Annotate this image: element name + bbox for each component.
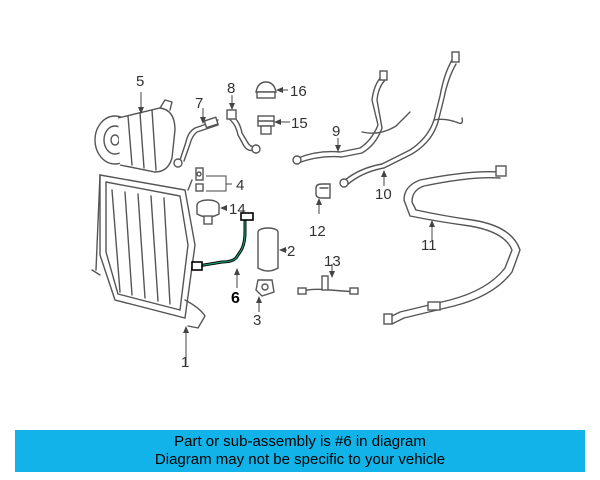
info-banner: Part or sub-assembly is #6 in diagram Di… <box>15 430 585 472</box>
callout-9: 9 <box>332 123 340 140</box>
sensor-part-13 <box>297 275 359 295</box>
callout-1: 1 <box>181 354 189 371</box>
hose-part-7 <box>173 116 219 168</box>
condenser-part-1 <box>91 174 206 329</box>
callout-4: 4 <box>236 177 244 194</box>
callout-8: 8 <box>227 80 235 97</box>
callout-12: 12 <box>309 223 326 240</box>
banner-line-1: Part or sub-assembly is #6 in diagram <box>174 433 426 450</box>
receiver-drier-part-2 <box>257 227 279 272</box>
callout-16: 16 <box>290 83 307 100</box>
callout-6: 6 <box>231 290 240 307</box>
clip-part-12 <box>315 183 331 199</box>
bracket-part-3 <box>255 279 275 297</box>
hose-part-11 <box>383 165 521 325</box>
callout-5: 5 <box>136 73 144 90</box>
callout-13: 13 <box>324 253 341 270</box>
compressor-part-5 <box>94 99 176 173</box>
hose-part-9 <box>292 70 411 165</box>
callout-7: 7 <box>195 95 203 112</box>
callout-10: 10 <box>375 186 392 203</box>
callout-15: 15 <box>291 115 308 132</box>
hose-part-6-highlighted <box>191 212 254 271</box>
pressure-switch-part-14 <box>196 199 220 225</box>
hose-part-8 <box>226 109 261 154</box>
banner-line-2: Diagram may not be specific to your vehi… <box>154 451 446 468</box>
callout-3: 3 <box>253 312 261 329</box>
parts-diagram: 1 5 7 8 16 <box>91 51 521 371</box>
valve-part-15 <box>257 115 275 135</box>
cap-part-16 <box>255 81 277 99</box>
callout-11: 11 <box>421 237 437 254</box>
hose-part-10 <box>339 51 464 188</box>
switch-part-4 <box>195 167 204 192</box>
callout-2: 2 <box>287 243 295 260</box>
